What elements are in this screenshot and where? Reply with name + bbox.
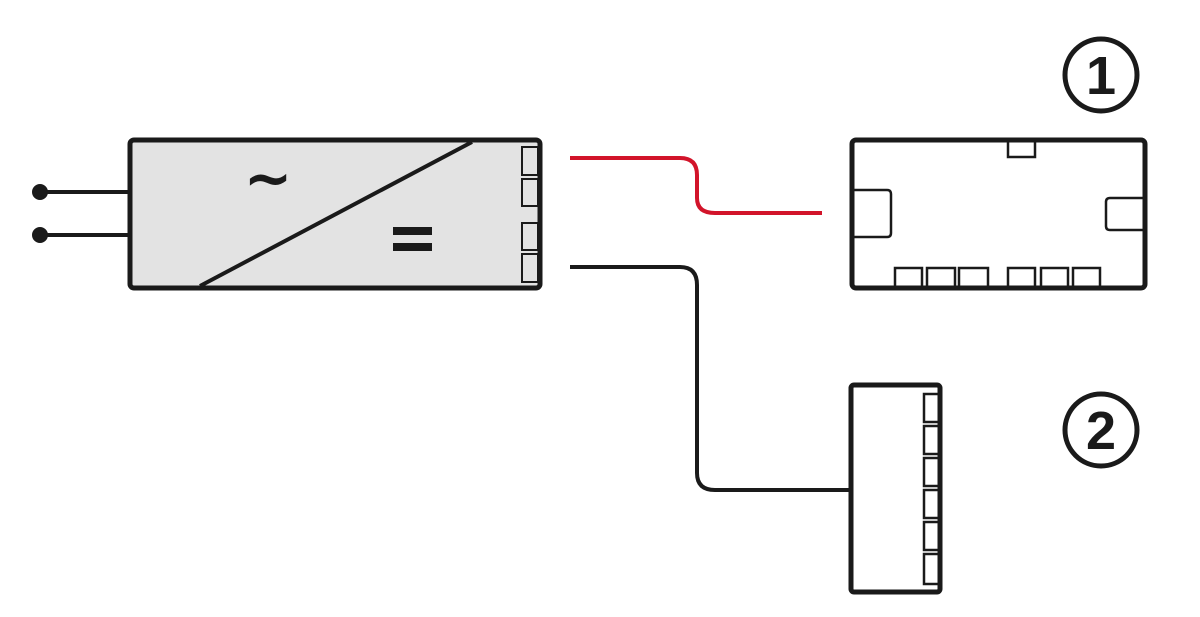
label-2-badge: 2 (1062, 391, 1140, 469)
label-2: 2 (1086, 401, 1116, 461)
label-1-badge: 1 (1062, 36, 1140, 114)
power-input-leads (32, 184, 130, 243)
ac-dc-converter: ~ (127, 137, 543, 291)
ac-symbol: ~ (244, 144, 293, 212)
distributor-box-2 (848, 382, 943, 595)
converter-output-ports (521, 146, 539, 283)
label-1: 1 (1086, 46, 1116, 106)
red-wire (570, 156, 822, 215)
black-wire (570, 265, 851, 492)
distributor-box-1 (849, 137, 1148, 291)
dc-symbol (393, 227, 432, 251)
